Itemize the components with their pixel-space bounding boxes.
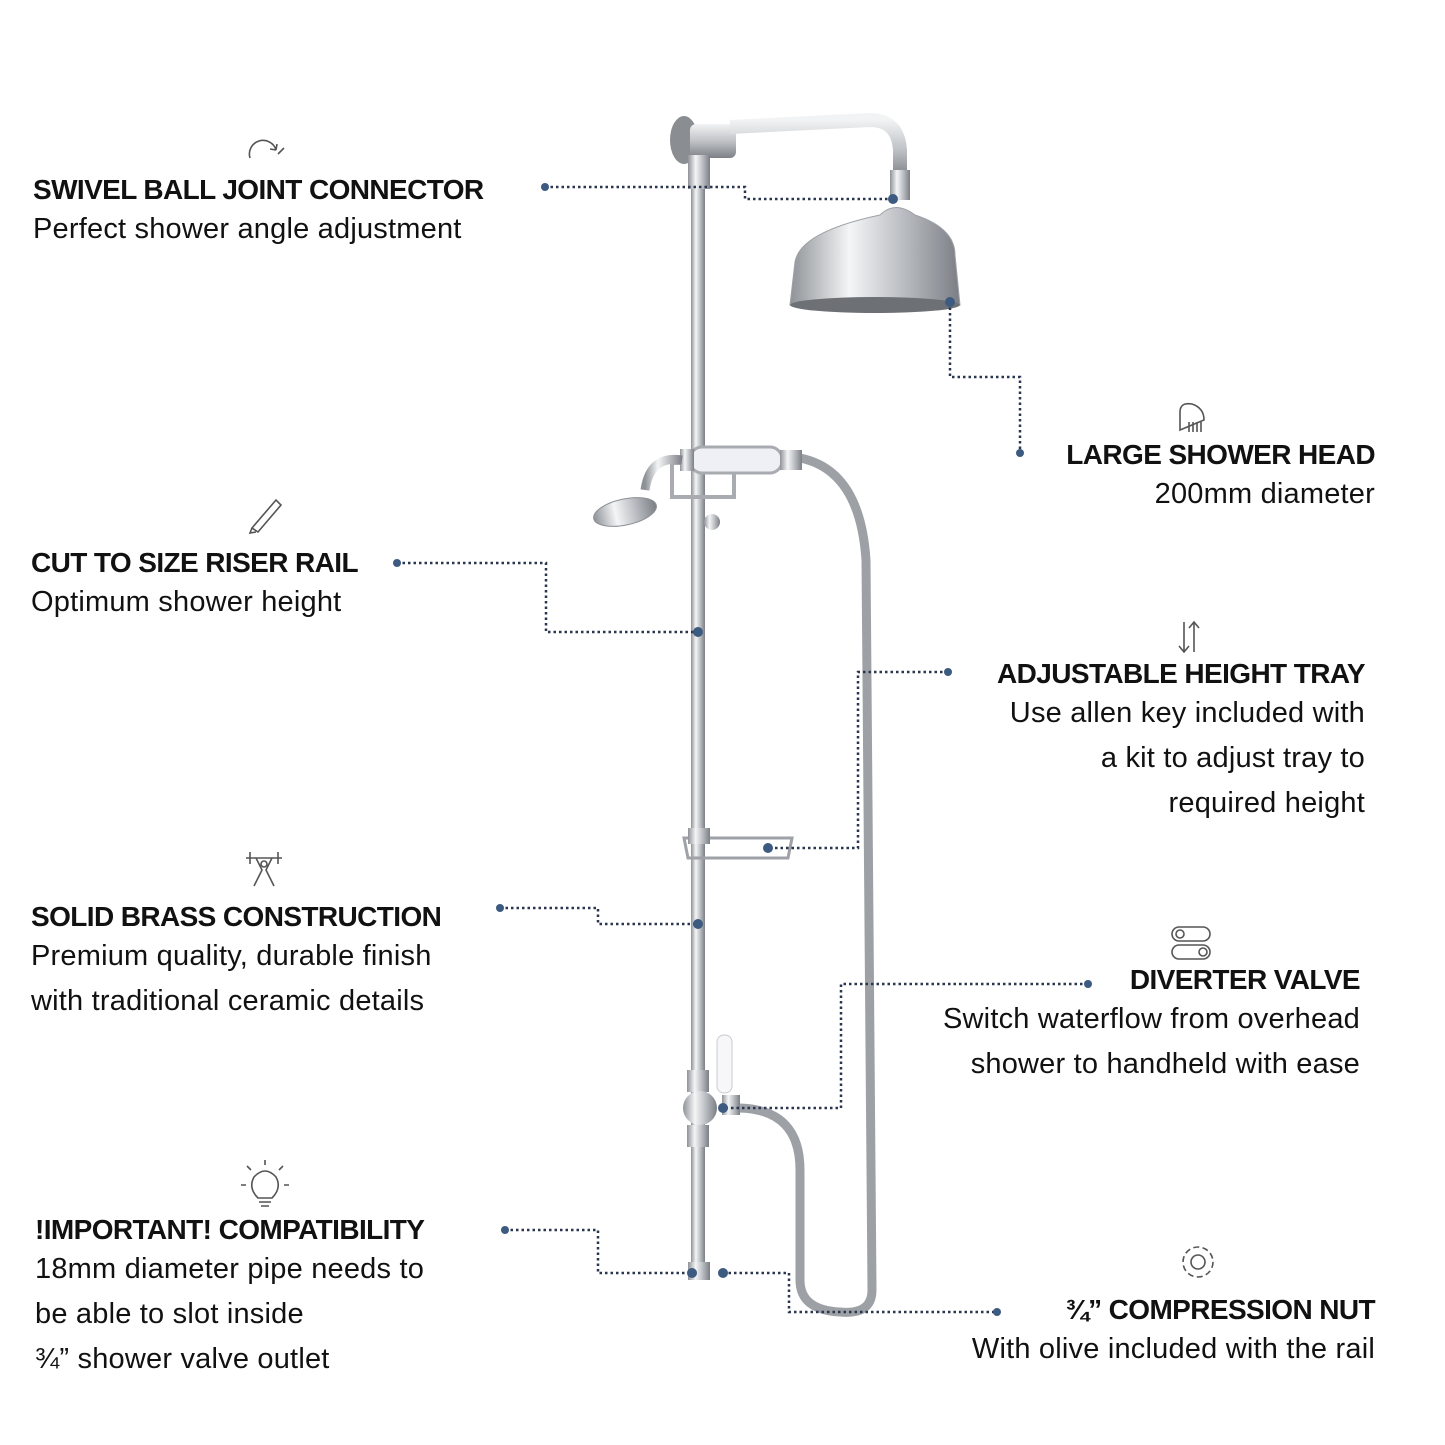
feature-compatibility: !IMPORTANT! COMPATIBILITY 18mm diameter … <box>35 1213 425 1382</box>
feature-title: SOLID BRASS CONSTRUCTION <box>31 901 442 932</box>
feature-line: Optimum shower height <box>31 586 342 618</box>
swivel-connector <box>688 155 710 189</box>
rotate-arrow-icon <box>248 139 285 159</box>
leader-lines <box>397 185 1088 1314</box>
feature-nut: ¾” COMPRESSION NUT With olive included w… <box>971 1293 1376 1372</box>
shower-head <box>789 207 961 306</box>
saw-icon <box>248 498 283 535</box>
feature-line: with traditional ceramic details <box>31 985 425 1017</box>
feature-line: a kit to adjust tray to <box>1100 742 1365 774</box>
feature-line: Use allen key included with <box>1009 697 1365 729</box>
weightlifter-icon <box>246 852 282 887</box>
handset-head <box>593 497 657 527</box>
feature-title: LARGE SHOWER HEAD <box>1066 439 1375 470</box>
feature-line: Premium quality, durable finish <box>31 940 432 972</box>
shower-icon <box>1179 402 1205 432</box>
feature-title: ADJUSTABLE HEIGHT TRAY <box>997 658 1366 689</box>
diverter-lever <box>716 1034 733 1094</box>
feature-title: DIVERTER VALVE <box>1129 964 1361 995</box>
feature-brass: SOLID BRASS CONSTRUCTION Premium quality… <box>31 900 442 1024</box>
hose <box>739 453 877 1317</box>
feature-shower-head: LARGE SHOWER HEAD 200mm diameter <box>1066 438 1375 517</box>
feature-diverter: DIVERTER VALVE Switch waterflow from ove… <box>943 963 1361 1087</box>
diverter-body <box>683 1091 717 1125</box>
feature-title: SWIVEL BALL JOINT CONNECTOR <box>33 174 484 205</box>
feature-swivel: SWIVEL BALL JOINT CONNECTOR Perfect show… <box>33 173 484 252</box>
feature-line: Perfect shower angle adjustment <box>33 213 462 245</box>
feature-tray: ADJUSTABLE HEIGHT TRAY Use allen key inc… <box>997 657 1366 826</box>
soap-tray <box>682 836 794 860</box>
feature-line: With olive included with the rail <box>971 1333 1375 1365</box>
feature-line: be able to slot inside <box>35 1298 304 1330</box>
shower-arm <box>729 112 907 178</box>
feature-title: CUT TO SIZE RISER RAIL <box>31 547 359 578</box>
toggle-switch-icon <box>1171 926 1211 960</box>
feature-line: 200mm diameter <box>1154 478 1375 510</box>
feature-title: ¾” COMPRESSION NUT <box>1065 1294 1375 1325</box>
feature-line: required height <box>1168 787 1365 819</box>
lightbulb-icon <box>241 1160 289 1207</box>
feature-title: !IMPORTANT! COMPATIBILITY <box>35 1214 425 1245</box>
feature-line: Switch waterflow from overhead <box>943 1003 1360 1035</box>
up-down-arrows-icon <box>1178 620 1200 654</box>
handset-handle <box>688 445 784 475</box>
leader-dots <box>393 183 1092 1316</box>
feature-line: 18mm diameter pipe needs to <box>35 1253 425 1285</box>
feature-line: ¾” shower valve outlet <box>35 1343 330 1375</box>
feature-riser-rail: CUT TO SIZE RISER RAIL Optimum shower he… <box>31 546 359 625</box>
gear-icon <box>1182 1246 1214 1278</box>
feature-line: shower to handheld with ease <box>970 1048 1360 1080</box>
